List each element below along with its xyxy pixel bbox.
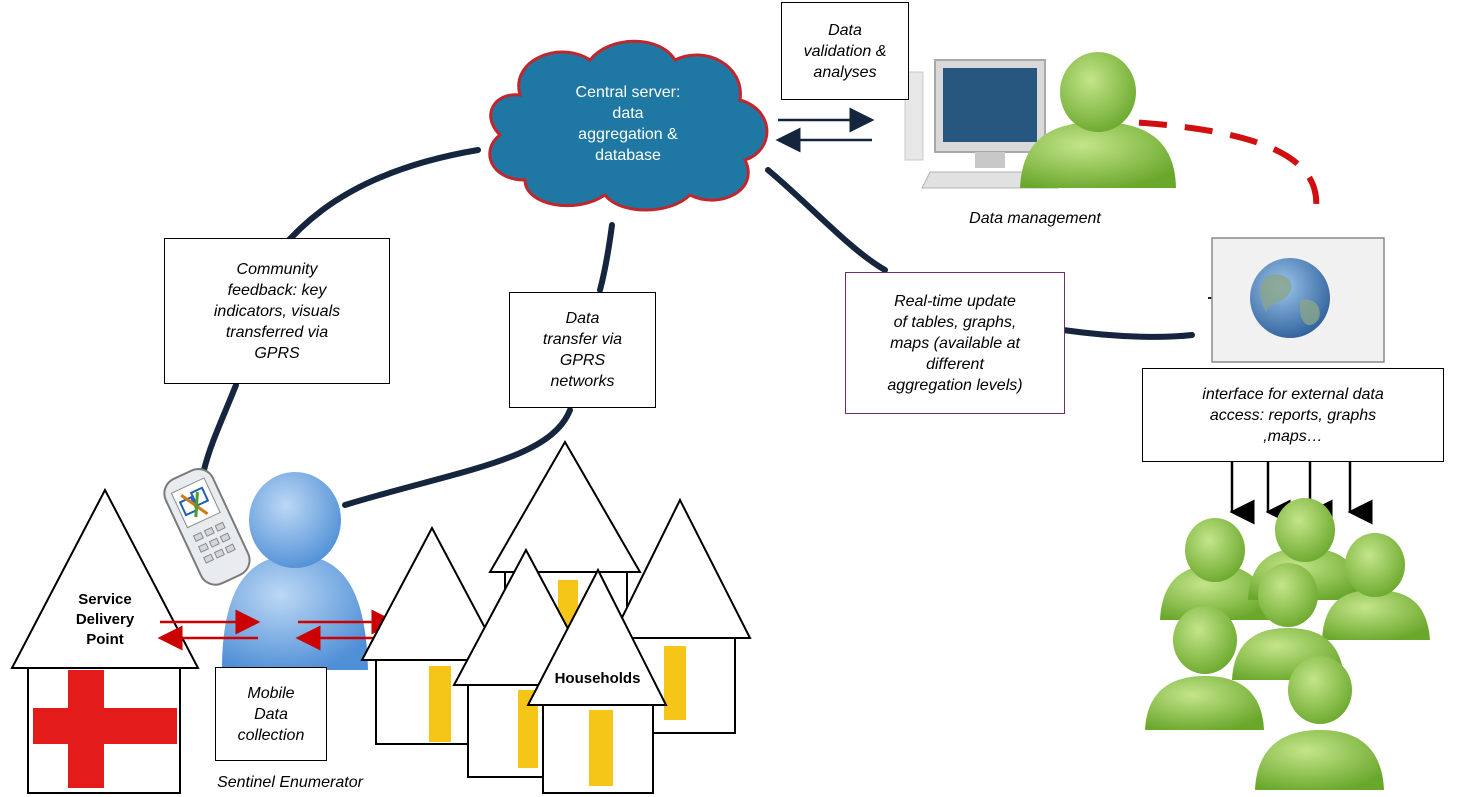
computer-icon <box>904 59 1059 189</box>
data-manager-person <box>1020 52 1176 188</box>
realtime-interface-connector <box>1060 327 1195 340</box>
households-label: Households <box>554 670 641 687</box>
management-access-dashed-link <box>1092 117 1320 216</box>
enumerator-transfer-connector <box>342 407 573 508</box>
central-server-label: Central server: data aggregation & datab… <box>575 84 681 164</box>
mobile-data-collection-box: Mobile Data collection <box>215 667 327 761</box>
globe-panel <box>1211 237 1385 363</box>
enumerator-person <box>222 472 368 670</box>
service-delivery-point-label: Service Delivery Point <box>75 591 135 648</box>
data-validation-box: Data validation & analyses <box>781 2 909 100</box>
server-transfer-connector <box>597 222 615 293</box>
real-time-update-box: Real-time update of tables, graphs, maps… <box>845 272 1065 414</box>
household-house-front <box>526 567 668 794</box>
sentinel-enumerator-label: Sentinel Enumerator <box>217 774 363 791</box>
external-access-interface-box: interface for external data access: repo… <box>1142 368 1444 462</box>
data-transfer-box: Data transfer via GPRS networks <box>509 292 656 408</box>
server-realtime-connector <box>765 167 888 273</box>
community-feedback-box: Community feedback: key indicators, visu… <box>164 238 390 384</box>
data-management-label: Data management <box>969 210 1101 227</box>
external-users-crowd <box>1145 498 1430 790</box>
service-delivery-point-house <box>10 487 200 794</box>
mobile-phone-icon <box>163 468 251 586</box>
central-server-cloud <box>488 39 769 212</box>
